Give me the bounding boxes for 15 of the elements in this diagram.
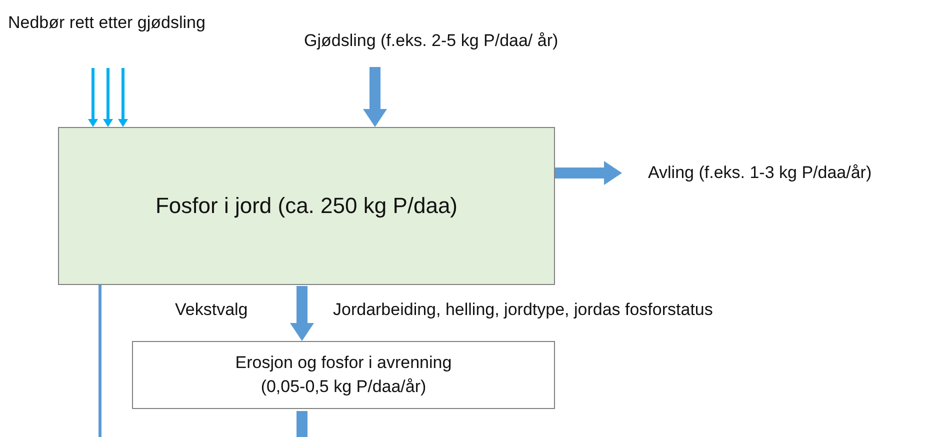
arrow	[555, 161, 622, 185]
arrow	[103, 68, 113, 127]
factor-label: Vekstvalg	[175, 300, 248, 320]
connector-line	[296, 411, 308, 437]
arrow	[363, 67, 387, 127]
arrow	[118, 68, 128, 127]
precipitation-label: Nedbør rett etter gjødsling	[8, 10, 278, 36]
fertilization-label: Gjødsling (f.eks. 2-5 kg P/daa/ år)	[304, 28, 634, 54]
arrow	[290, 286, 314, 341]
arrow	[88, 68, 98, 127]
soil-phosphorus-box: Fosfor i jord (ca. 250 kg P/daa)	[58, 127, 555, 285]
erosion-box: Erosjon og fosfor i avrenning (0,05-0,5 kg P/daa/år)	[132, 341, 555, 409]
connector-line	[98, 285, 102, 437]
crop-label: Avling (f.eks. 1-3 kg P/daa/år)	[648, 160, 933, 186]
factor-label: Jordarbeiding, helling, jordtype, jordas fosforstatus	[333, 300, 713, 320]
